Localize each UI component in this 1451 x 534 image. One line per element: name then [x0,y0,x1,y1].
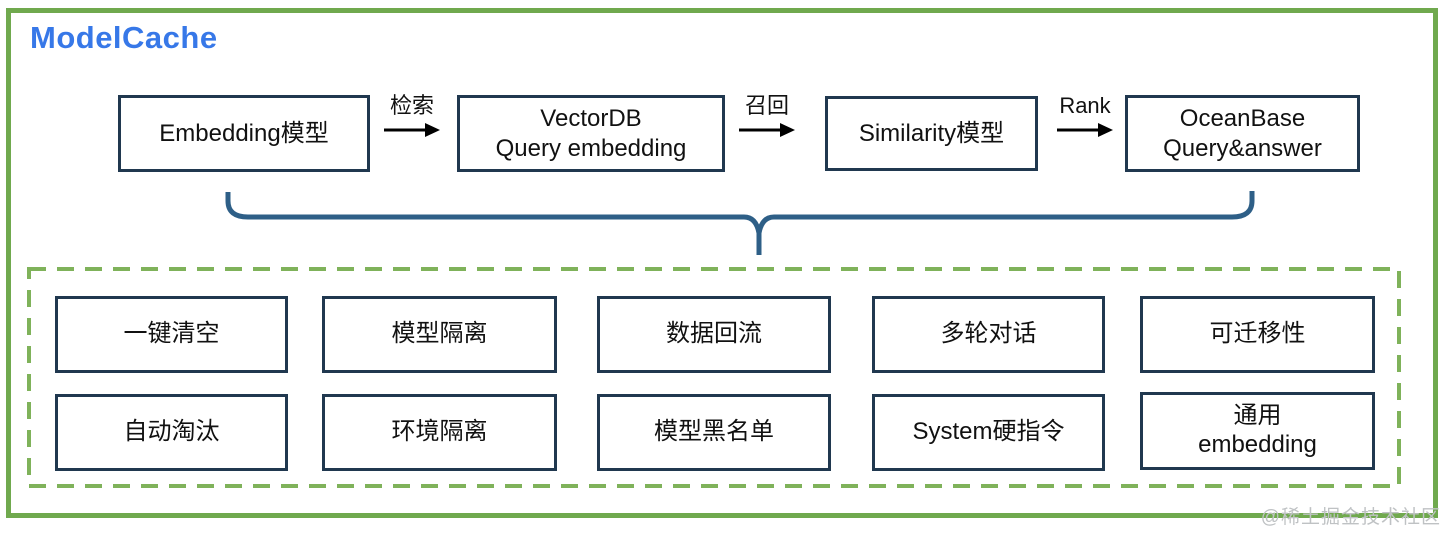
feature-box-multi-turn-dialogue: 多轮对话 [872,296,1105,373]
watermark: @稀土掘金技术社区 [1260,507,1441,528]
feature-box-data-backflow: 数据回流 [597,296,831,373]
arrow-retrieve: 检索 [379,93,445,138]
right-arrow-icon [1057,123,1113,138]
flow-box-label: Embedding模型 [159,119,329,147]
feature-box-generic-embedding: 通用 embedding [1140,392,1375,470]
arrow-label: 召回 [744,93,789,118]
feature-box-model-blacklist: 模型黑名单 [597,394,831,471]
feature-label: 模型隔离 [391,320,488,348]
feature-label: 通用 [1233,402,1282,430]
flow-box-label: VectorDB [540,104,642,132]
feature-label: 模型黑名单 [654,418,774,446]
feature-box-auto-eviction: 自动淘汰 [55,394,288,471]
feature-label: 可迁移性 [1209,320,1306,348]
feature-label: 多轮对话 [940,320,1037,348]
arrow-rank: Rank [1053,93,1117,138]
outer-green-frame [6,8,1438,518]
arrow-label: Rank [1059,93,1111,118]
flow-box-label: Query embedding [495,134,687,162]
feature-box-model-isolation: 模型隔离 [322,296,557,373]
flow-box-embedding-model: Embedding模型 [118,95,370,172]
feature-label: 一键清空 [123,320,220,348]
flow-box-label: OceanBase [1179,104,1306,132]
right-arrow-icon [384,123,440,138]
flow-box-label: Query&answer [1163,134,1322,162]
feature-label: 自动淘汰 [123,418,220,446]
arrow-recall: 召回 [735,93,799,138]
feature-box-clear-all: 一键清空 [55,296,288,373]
flow-box-oceanbase: OceanBase Query&answer [1125,95,1360,172]
arrow-label: 检索 [389,93,434,118]
flow-box-label: Similarity模型 [858,119,1005,147]
feature-box-system-hard-instruction: System硬指令 [872,394,1105,471]
feature-label: System硬指令 [912,418,1065,446]
feature-label: embedding [1198,431,1317,458]
feature-box-env-isolation: 环境隔离 [322,394,557,471]
feature-label: 环境隔离 [391,418,488,446]
flow-box-similarity-model: Similarity模型 [825,96,1038,171]
flow-box-vectordb: VectorDB Query embedding [457,95,725,172]
feature-label: 数据回流 [666,320,762,348]
right-arrow-icon [739,123,795,138]
page-title: ModelCache [30,20,218,55]
feature-box-portability: 可迁移性 [1140,296,1375,373]
